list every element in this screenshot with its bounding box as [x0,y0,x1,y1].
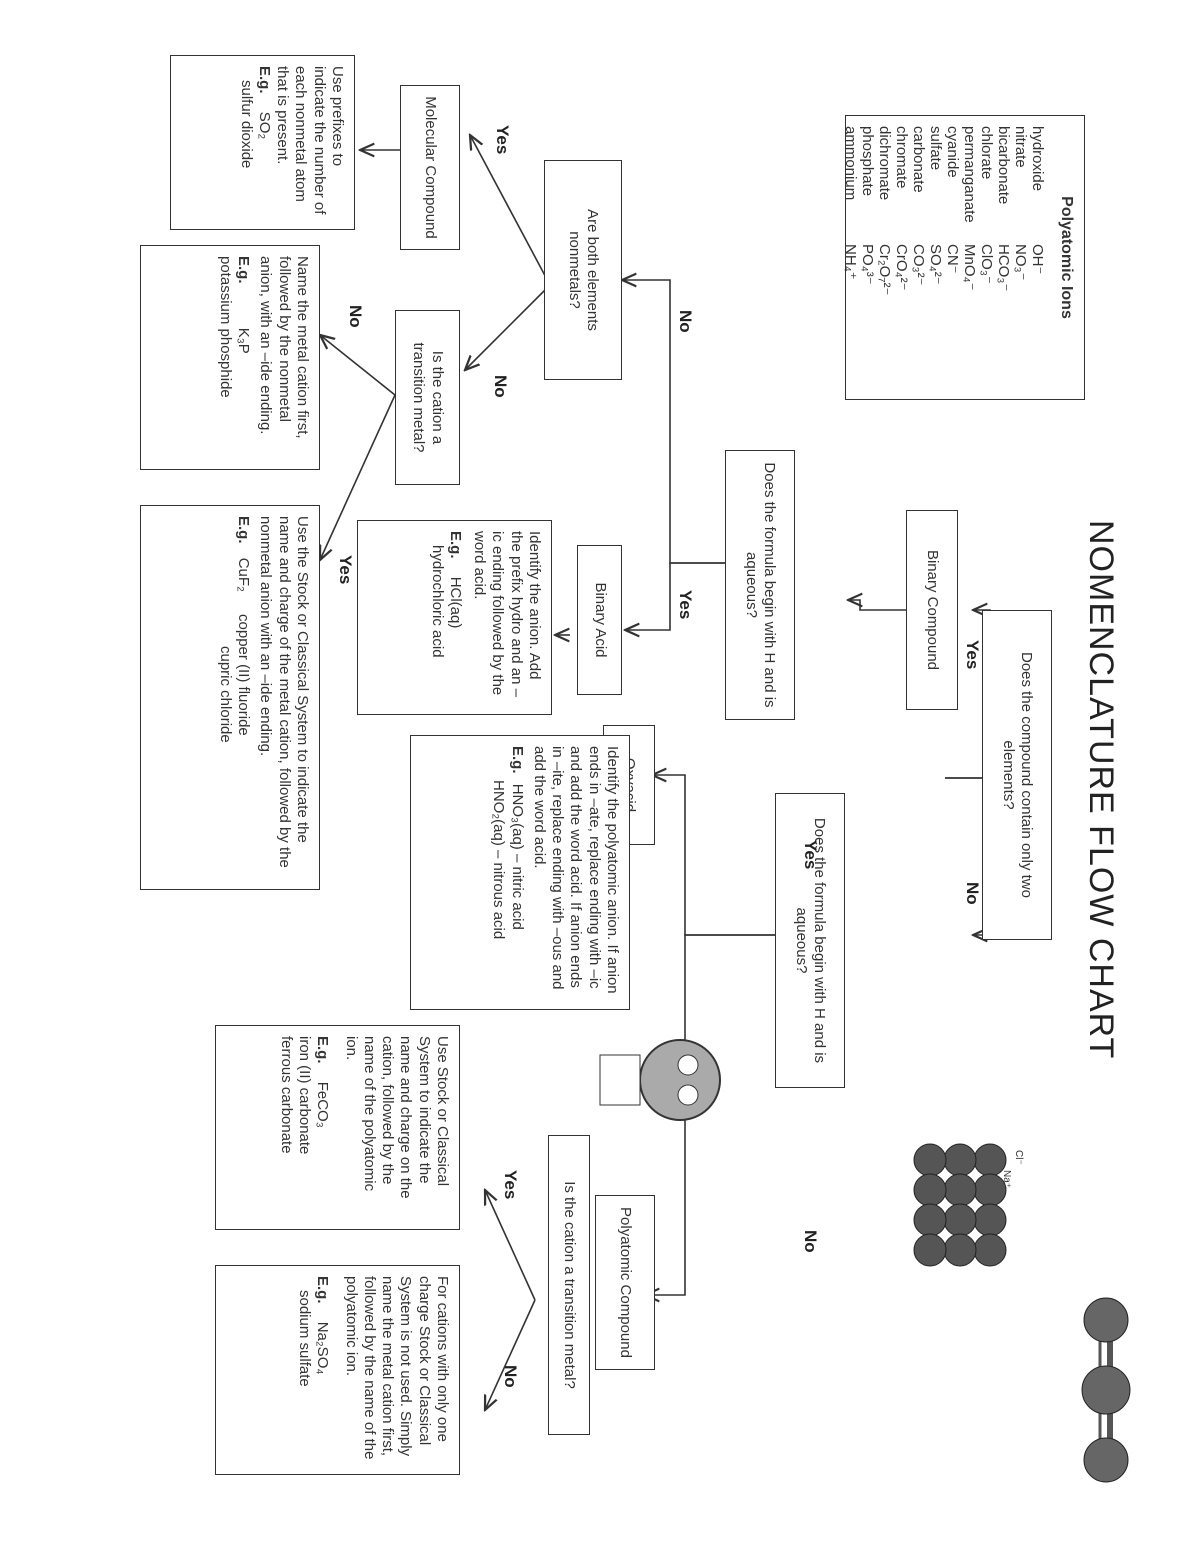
label-no-polyatomic: No [801,1230,820,1253]
label-yes-poly-stock: Yes [501,1170,520,1200]
label-yes-stock: Yes [336,555,355,585]
ion-name: phosphate [859,126,877,197]
edge-nm-no [465,284,551,370]
node-nonmetals-question: Are both elements nonmetals? [544,160,622,380]
label-yes-oxyacid: Yes [801,840,820,870]
node-oxyacid-rule: Identify the polyatomic anion. If anion … [410,735,630,1010]
edge-nm-yes [470,135,551,286]
node-start-text: Does the compound contain only two eleme… [1000,652,1036,898]
node-poly-transition-question: Is the cation a transition metal? [548,1135,590,1435]
ion-formula: NO₃⁻ [1012,244,1030,281]
linear-molecule-illustration [1081,1297,1131,1483]
node-start-question: Does the compound contain only two eleme… [982,610,1052,940]
ion-name: cyanide [944,126,962,178]
ion-formula: Cr₂O₇²⁻ [876,244,894,296]
ion-formula: CN⁻ [944,244,962,274]
node-poly-stock-rule: Use Stock or Classical System to indicat… [215,1025,460,1230]
ion-name: ammonium [842,126,860,201]
node-stock-rule: Use the Stock or Classical System to ind… [140,505,320,890]
sodium-label: Na⁺ [1001,1170,1012,1188]
edge-pt-yes [485,1190,536,1301]
edge-ph-yes [652,775,780,936]
ion-formula: MnO₄⁻ [961,244,979,291]
label-yes-molecular: Yes [493,125,512,155]
ion-formula: CrO₄²⁻ [893,244,911,291]
ion-formula: CO₃²⁻ [910,244,928,286]
node-poly-single-rule: For cations with only one charge Stock o… [215,1265,460,1475]
label-no-nonmetals: No [676,310,695,333]
ion-name: nitrate [1012,126,1030,168]
edge-bh-no [622,280,740,564]
ion-name: hydroxide [1029,126,1047,192]
chloride-label: Cl⁻ [1013,1150,1024,1165]
ion-name: sulfate [927,126,945,171]
ion-name: carbonate [910,126,928,193]
node-molecular-compound: Molecular Compound [400,85,460,250]
ion-name: dichromate [876,126,894,201]
ion-formula: ClO₃⁻ [978,244,996,284]
edge-bt-no [320,335,396,396]
edge-bt-yes [320,394,396,560]
cartoon-scientist-illustration [599,1039,721,1121]
label-yes-binary-acid: Yes [676,590,695,620]
node-polyatomic-compound: Polyatomic Compound [595,1195,655,1370]
label-no-binary-transition: No [491,375,510,398]
page-title: NOMENCLATURE FLOW CHART [1082,520,1120,1060]
node-binary-acid-rule: Identify the anion. Add the prefix hydro… [357,520,552,715]
node-binary-transition-question: Is the cation a transition metal? [395,310,460,485]
ion-formula: OH⁻ [1029,244,1047,275]
label-yes-binary: Yes [963,640,982,670]
edge-pt-no [485,1299,536,1410]
ion-formula: HCO₃⁻ [995,244,1013,292]
ion-name: bicarbonate [995,126,1013,205]
label-no-ionic: No [346,305,365,328]
ion-formula: NH₄⁺ [842,244,860,280]
edge-binary-question [848,600,910,611]
label-no-poly: No [963,882,982,905]
node-molecular-rule: Use prefixes to indicate the number of e… [170,55,355,230]
ion-name: permanganate [961,126,979,223]
label-no-poly-single: No [501,1365,520,1388]
node-binary-h-question: Does the formula begin with H and is aqu… [725,450,795,720]
ion-formula: SO₄²⁻ [927,244,945,285]
ion-formula: PO₄³⁻ [859,244,877,285]
node-binary-ionic-rule: Name the metal cation first, followed by… [140,245,320,470]
nacl-crystal-illustration: Cl⁻ Na⁺ [913,1143,1024,1267]
node-binary-compound: Binary Compound [906,510,958,710]
node-poly-h-question: Does the formula begin with H and is aqu… [775,793,845,1088]
node-binary-acid: Binary Acid [577,545,622,695]
ion-name: chromate [893,126,911,189]
ions-heading: Polyatomic Ions [1058,196,1075,319]
ion-name: chlorate [978,126,996,180]
